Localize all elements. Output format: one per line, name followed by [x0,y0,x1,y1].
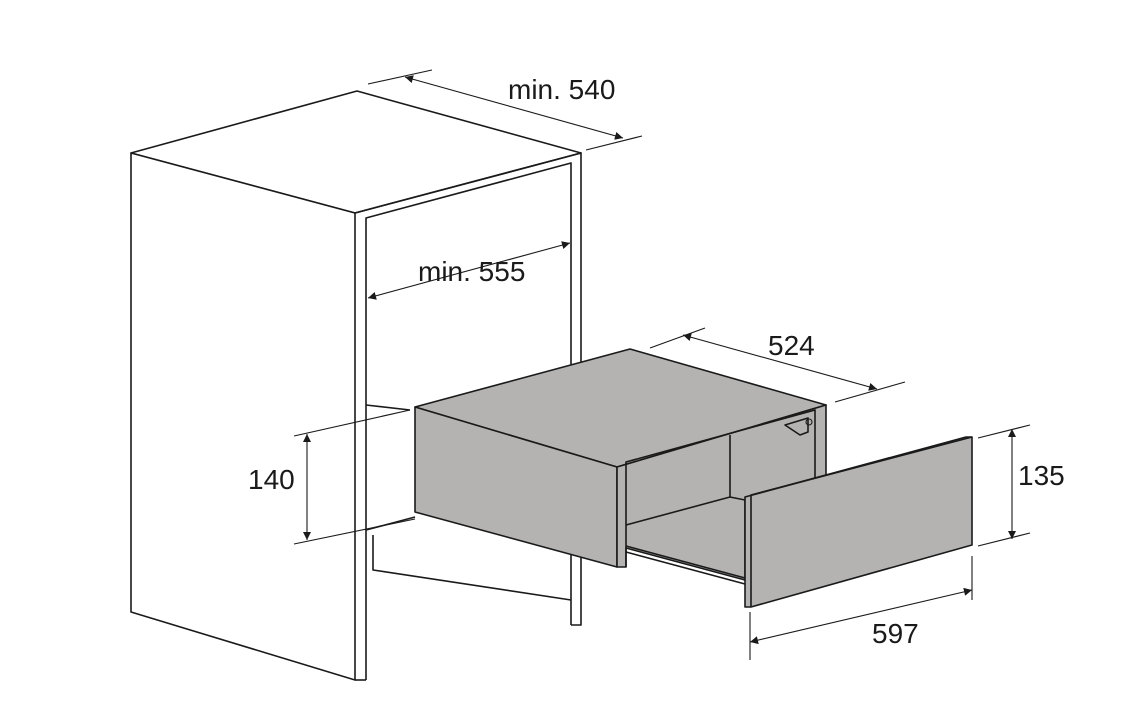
dimension-min-555 [367,241,571,300]
hinge-bracket [784,417,809,436]
warming-drawer [414,348,973,608]
label-min-540: min. 540 [508,74,616,105]
dimension-min-540 [367,69,643,151]
drawer-front-panel [744,436,973,608]
cabinet-side-panel [130,152,356,681]
dimension-135 [977,424,1031,547]
label-140: 140 [248,464,295,495]
dimension-524 [649,327,906,403]
cabinet-shelf-upper [365,404,411,411]
label-524: 524 [768,330,815,361]
label-135: 135 [1018,460,1065,491]
label-597: 597 [872,618,919,649]
dimension-597 [749,556,973,660]
dimension-140 [293,409,416,545]
label-min-555: min. 555 [418,256,526,287]
cabinet-lower-box [372,535,572,601]
